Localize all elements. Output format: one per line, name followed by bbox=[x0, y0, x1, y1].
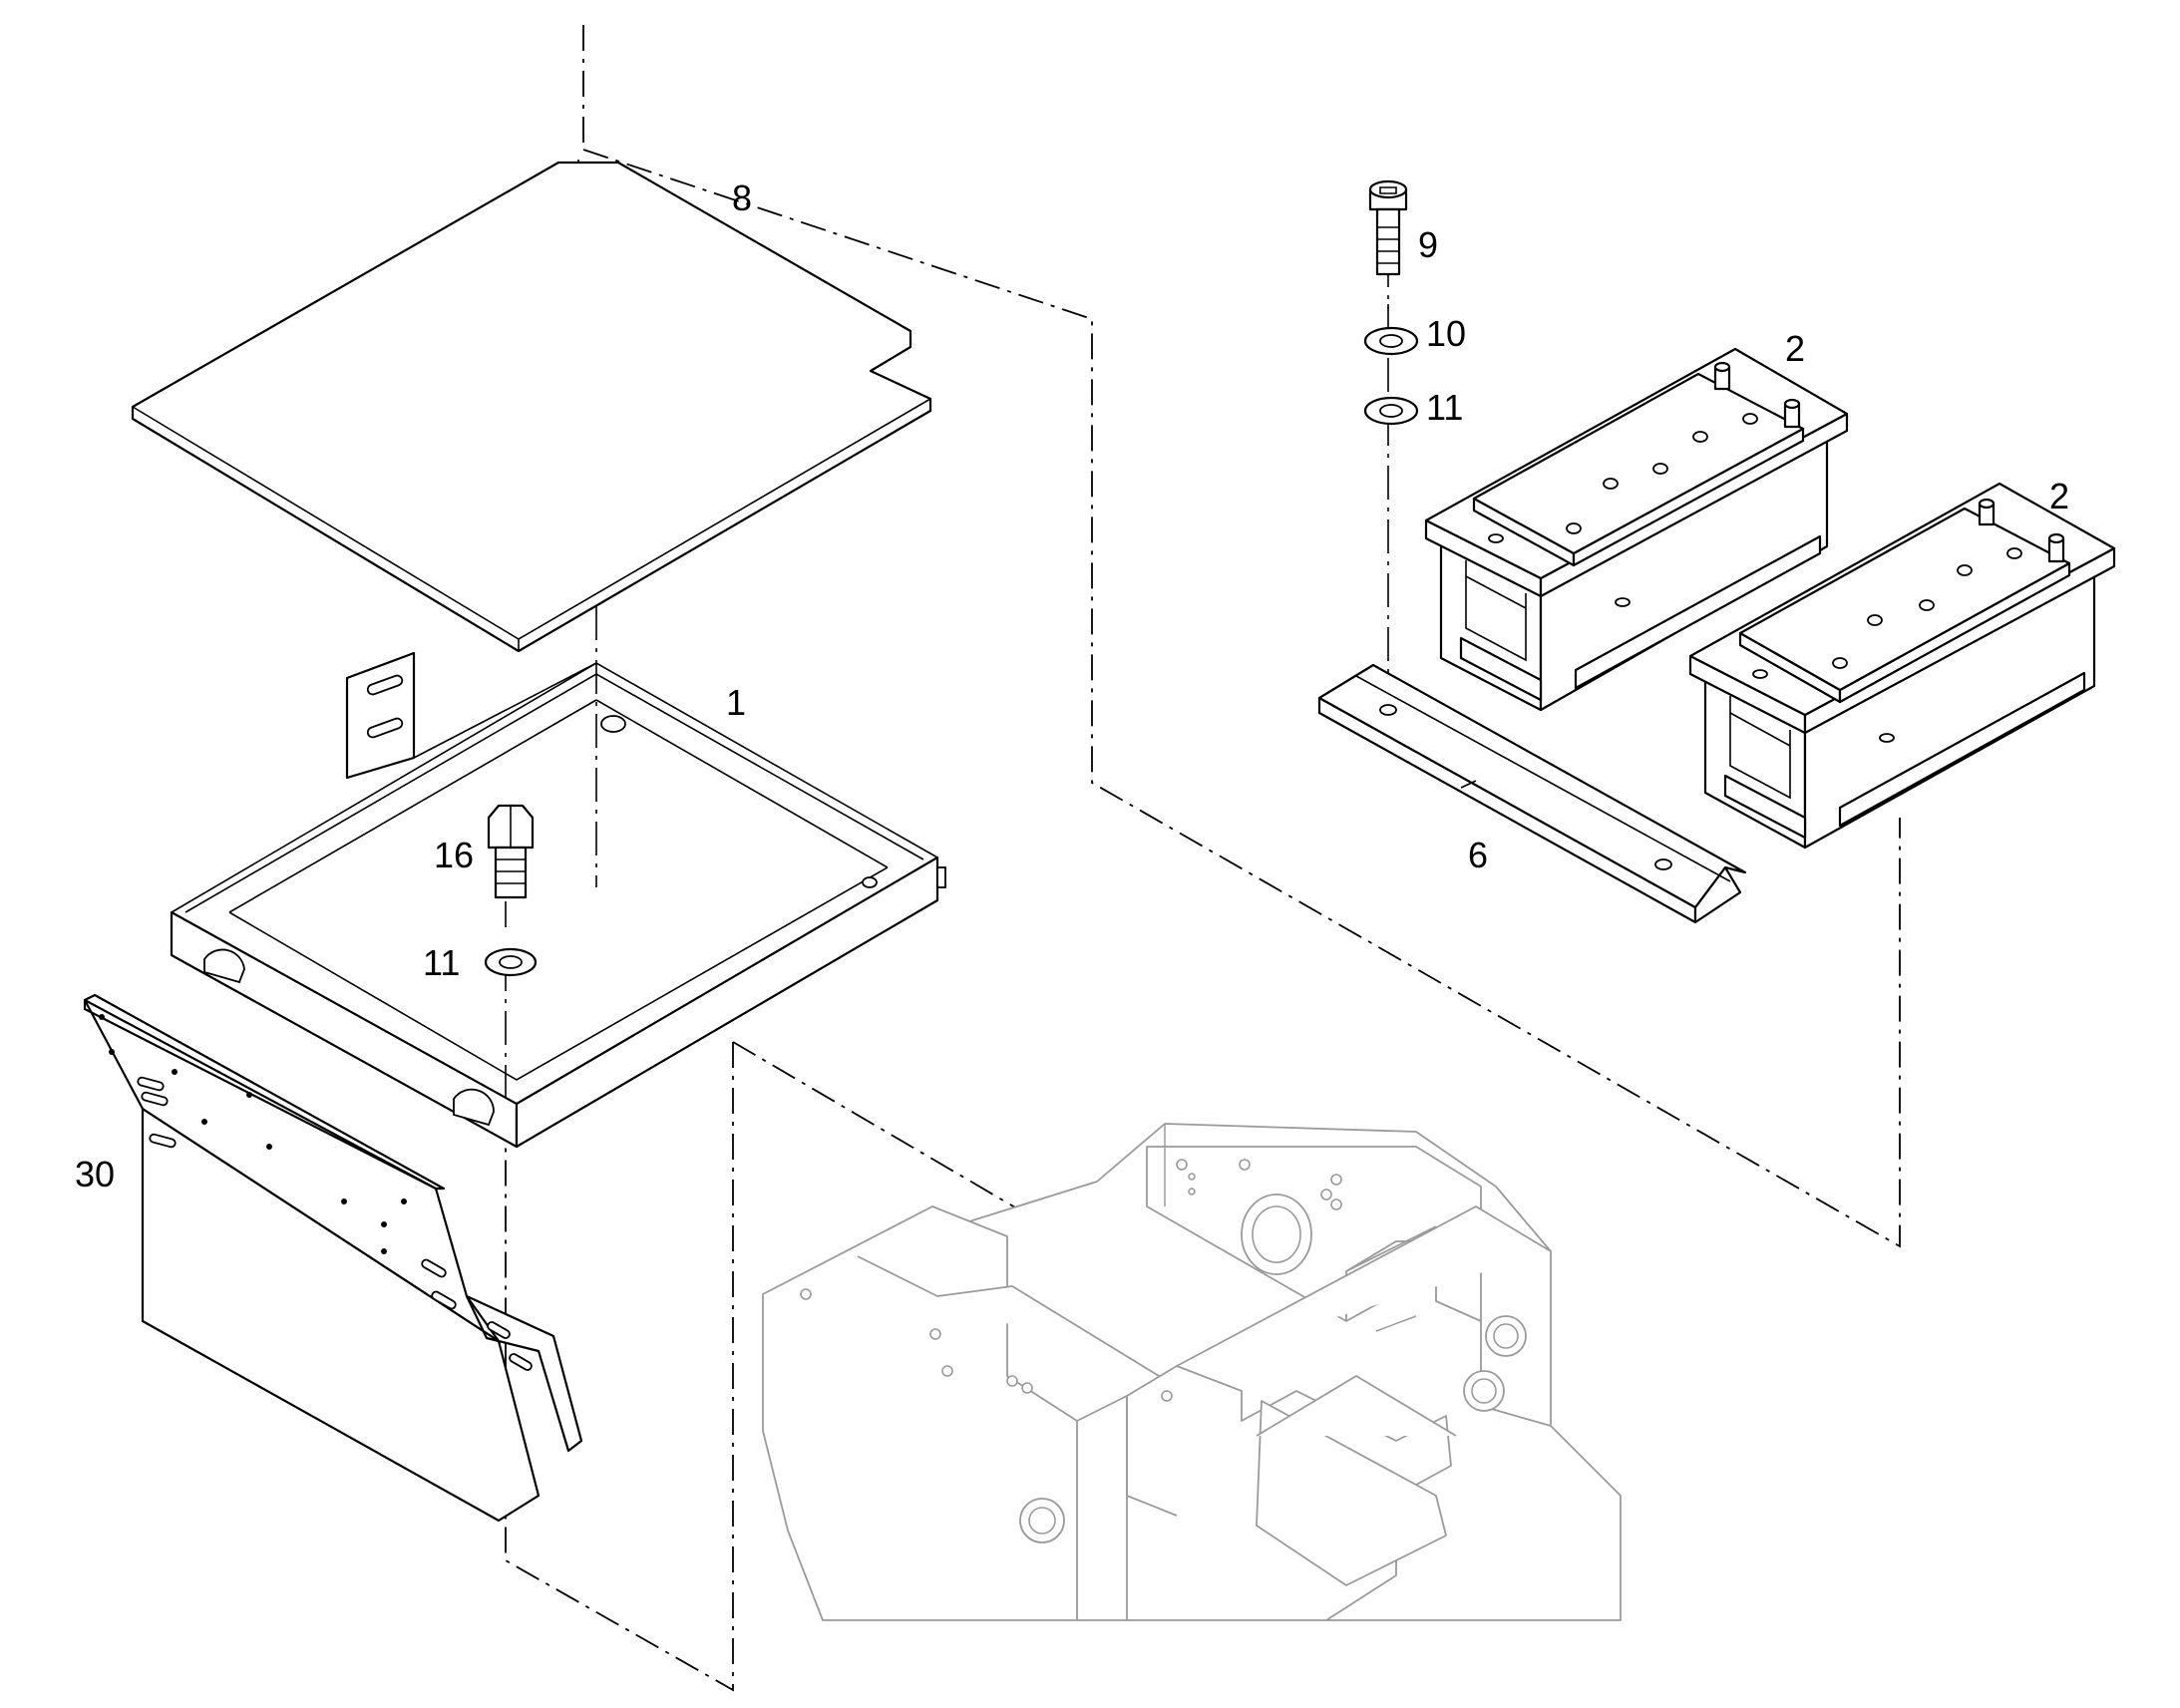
spring-washer bbox=[1363, 326, 1419, 356]
hex-bolt bbox=[487, 804, 535, 899]
battery-tray bbox=[170, 651, 946, 1149]
hold-down-rail bbox=[1317, 663, 1747, 924]
callout-6: 6 bbox=[1468, 835, 1488, 875]
mounting-plate bbox=[83, 993, 583, 1523]
callout-9: 9 bbox=[1418, 224, 1438, 265]
callout-2-front: 2 bbox=[2049, 476, 2069, 516]
callout-16: 16 bbox=[434, 835, 474, 875]
machine-frame-outline bbox=[762, 1123, 1622, 1621]
callout-11-upper: 11 bbox=[1426, 387, 1463, 428]
washer-upper bbox=[1363, 396, 1419, 426]
callout-11-lower: 11 bbox=[423, 942, 460, 983]
cover-plate bbox=[131, 161, 932, 653]
battery-rear bbox=[1424, 347, 1849, 712]
callout-2-rear: 2 bbox=[1785, 328, 1805, 369]
washer-lower bbox=[484, 947, 538, 977]
callout-30: 30 bbox=[75, 1154, 115, 1195]
cap-screw bbox=[1368, 179, 1408, 276]
callout-labels: 1 2 2 6 8 9 10 11 11 16 30 bbox=[75, 177, 2069, 1195]
callout-1: 1 bbox=[726, 682, 746, 723]
battery-front bbox=[1688, 482, 2116, 850]
callout-8: 8 bbox=[732, 177, 752, 218]
callout-10: 10 bbox=[1426, 313, 1466, 354]
